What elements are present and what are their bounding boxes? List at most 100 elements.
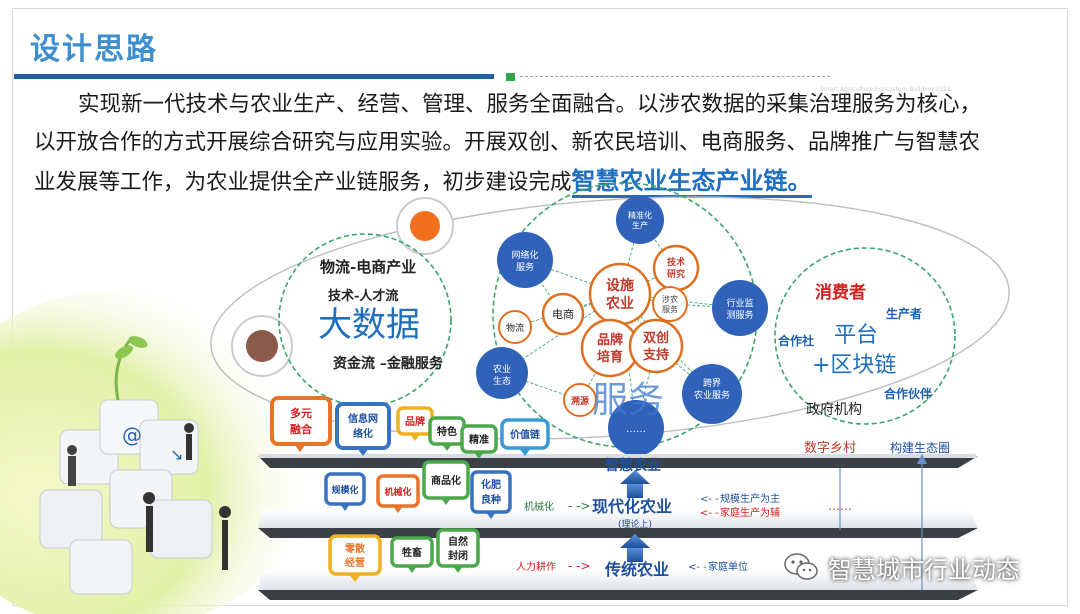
svg-text:商品化: 商品化 [431, 474, 461, 487]
node-network-service [497, 232, 553, 288]
mid-right-arrow-2: <- - [700, 508, 719, 519]
svg-text:生产: 生产 [632, 220, 648, 230]
svg-text:网络化: 网络化 [511, 249, 538, 261]
low-tier-tags: 零散 经营 牲畜 自然 封闭 [328, 528, 480, 582]
svg-text:机械化: 机械化 [384, 486, 411, 498]
svg-text:化肥: 化肥 [481, 478, 501, 491]
mid-right-label-2: 家庭生产为辅 [720, 506, 780, 519]
node-tech-research [652, 244, 700, 292]
big-data-label: 大数据 [318, 305, 420, 345]
node-ecommerce [541, 292, 585, 336]
svg-text:服务: 服务 [516, 261, 534, 273]
faint-caption: Smart Agriculture Ecosystem Building 202… [820, 86, 951, 93]
brown-dot [246, 330, 278, 362]
svg-text:自然: 自然 [448, 535, 468, 548]
paragraph-line-3: 业发展等工作，为农业提供全产业链服务，初步建设完成 [34, 170, 572, 195]
svg-text:设施: 设施 [606, 277, 634, 294]
platform-label: 平台 [834, 323, 878, 348]
keyboard-blocks-illustration: @ ↘ [39, 336, 231, 595]
svg-text:信息网: 信息网 [348, 412, 378, 425]
svg-text:封闭: 封闭 [448, 549, 468, 562]
svg-text:@: @ [122, 423, 142, 447]
tech-talent-label: 技术-人才流 [328, 288, 398, 304]
cooperative-label: 合作社 [778, 333, 814, 348]
svg-text:跨界: 跨界 [703, 378, 721, 389]
orange-dot [410, 211, 440, 241]
mid-tier-tags: 规模化 机械化 商品化 化肥 良种 [324, 460, 512, 519]
node-precision-production [616, 196, 664, 244]
digital-village-label: 数字乡村 [804, 441, 856, 456]
svg-text:双创: 双创 [643, 330, 669, 346]
partner-label: 合作伙伴 [884, 386, 932, 401]
page-title: 设计思路 [30, 32, 158, 67]
svg-text:品牌: 品牌 [405, 415, 425, 428]
slide-frame [12, 8, 1068, 606]
node-facility-agri [588, 262, 652, 326]
mid-left-label: 机械化 [524, 500, 554, 513]
consumer-label: 消费者 [815, 282, 866, 303]
svg-text:技术: 技术 [667, 256, 685, 268]
node-crossborder-service [682, 364, 742, 424]
svg-text:↘: ↘ [170, 445, 183, 464]
svg-text:价值链: 价值链 [510, 428, 541, 441]
title-underline [14, 74, 494, 79]
intro-paragraph: 实现新一代技术与农业生产、经营、管理、服务全面融合。以涉农数据的采集治理服务为核… [34, 86, 1034, 202]
platform-circle [774, 247, 956, 425]
svg-text:电商: 电商 [552, 307, 574, 321]
svg-text:研究: 研究 [667, 268, 685, 280]
tier-up-arrows [620, 470, 650, 562]
top-tier-tags: 多元 融合 信息网 络化 品牌 特色 精准 价值链 [270, 396, 550, 459]
node-agri-service [652, 286, 688, 322]
service-label: 服务 [592, 380, 664, 421]
svg-text:络化: 络化 [353, 427, 373, 440]
svg-text:测服务: 测服务 [726, 309, 753, 321]
ecosystem-highlight: 智慧农业生态产业链。 [571, 167, 812, 198]
svg-text:涉农: 涉农 [662, 294, 678, 304]
svg-text:精准: 精准 [469, 433, 489, 446]
blockchain-label: +区块链 [812, 353, 896, 378]
svg-text:良种: 良种 [481, 493, 501, 506]
node-more [608, 400, 664, 456]
smart-agri-label: 智慧农业 [604, 457, 661, 474]
svg-text:……: …… [626, 424, 646, 435]
big-data-circle [278, 233, 452, 407]
ecosystem-arrow [917, 454, 927, 464]
svg-text:特色: 特色 [437, 425, 457, 438]
svg-text:农业: 农业 [493, 363, 511, 375]
government-label: 政府机构 [806, 402, 862, 418]
svg-text:牲畜: 牲畜 [402, 546, 422, 559]
svg-text:溯源: 溯源 [571, 395, 589, 407]
low-right-arrow: <- - [688, 562, 707, 573]
svg-text:物流: 物流 [506, 322, 524, 334]
svg-text:农业: 农业 [605, 295, 634, 312]
node-industry-monitoring [712, 280, 768, 336]
svg-text:品牌: 品牌 [597, 332, 623, 348]
low-left-label: 人力耕作 [516, 560, 556, 573]
svg-text:多元: 多元 [290, 406, 312, 420]
node-traceability [563, 383, 597, 417]
svg-text:培育: 培育 [597, 349, 623, 365]
mid-right-label-1: 规模生产为主 [720, 492, 780, 505]
paragraph-line-2: 以开放合作的方式开展综合研究与应用实验。开展双创、新农民培训、电商服务、品牌推广… [34, 130, 981, 155]
node-precision-production-label: 精准化 [628, 210, 652, 220]
producer-label: 生产者 [886, 306, 922, 321]
modern-agri-sub: (理论上) [618, 518, 652, 530]
svg-text:行业监: 行业监 [726, 297, 753, 309]
node-logistics [498, 310, 532, 344]
svg-text:零散: 零散 [344, 542, 366, 555]
wechat-icon [784, 553, 818, 580]
watermark-text: 智慧城市行业动态 [828, 556, 1020, 584]
node-agri-ecology [476, 347, 528, 399]
mid-dots: …… [828, 499, 852, 513]
logistics-label: 物流-电商产业 [320, 258, 416, 276]
modern-agri-label: 现代化农业 [592, 497, 672, 516]
ecosystem-label: 构建生态圈 [890, 440, 950, 455]
svg-text:农业服务: 农业服务 [694, 389, 730, 401]
svg-text:经营: 经营 [345, 556, 365, 569]
node-innovation-support [628, 318, 684, 374]
low-left-arrow: - -> [568, 559, 591, 573]
svg-text:规模化: 规模化 [331, 484, 358, 496]
title-green-mark [506, 73, 515, 81]
